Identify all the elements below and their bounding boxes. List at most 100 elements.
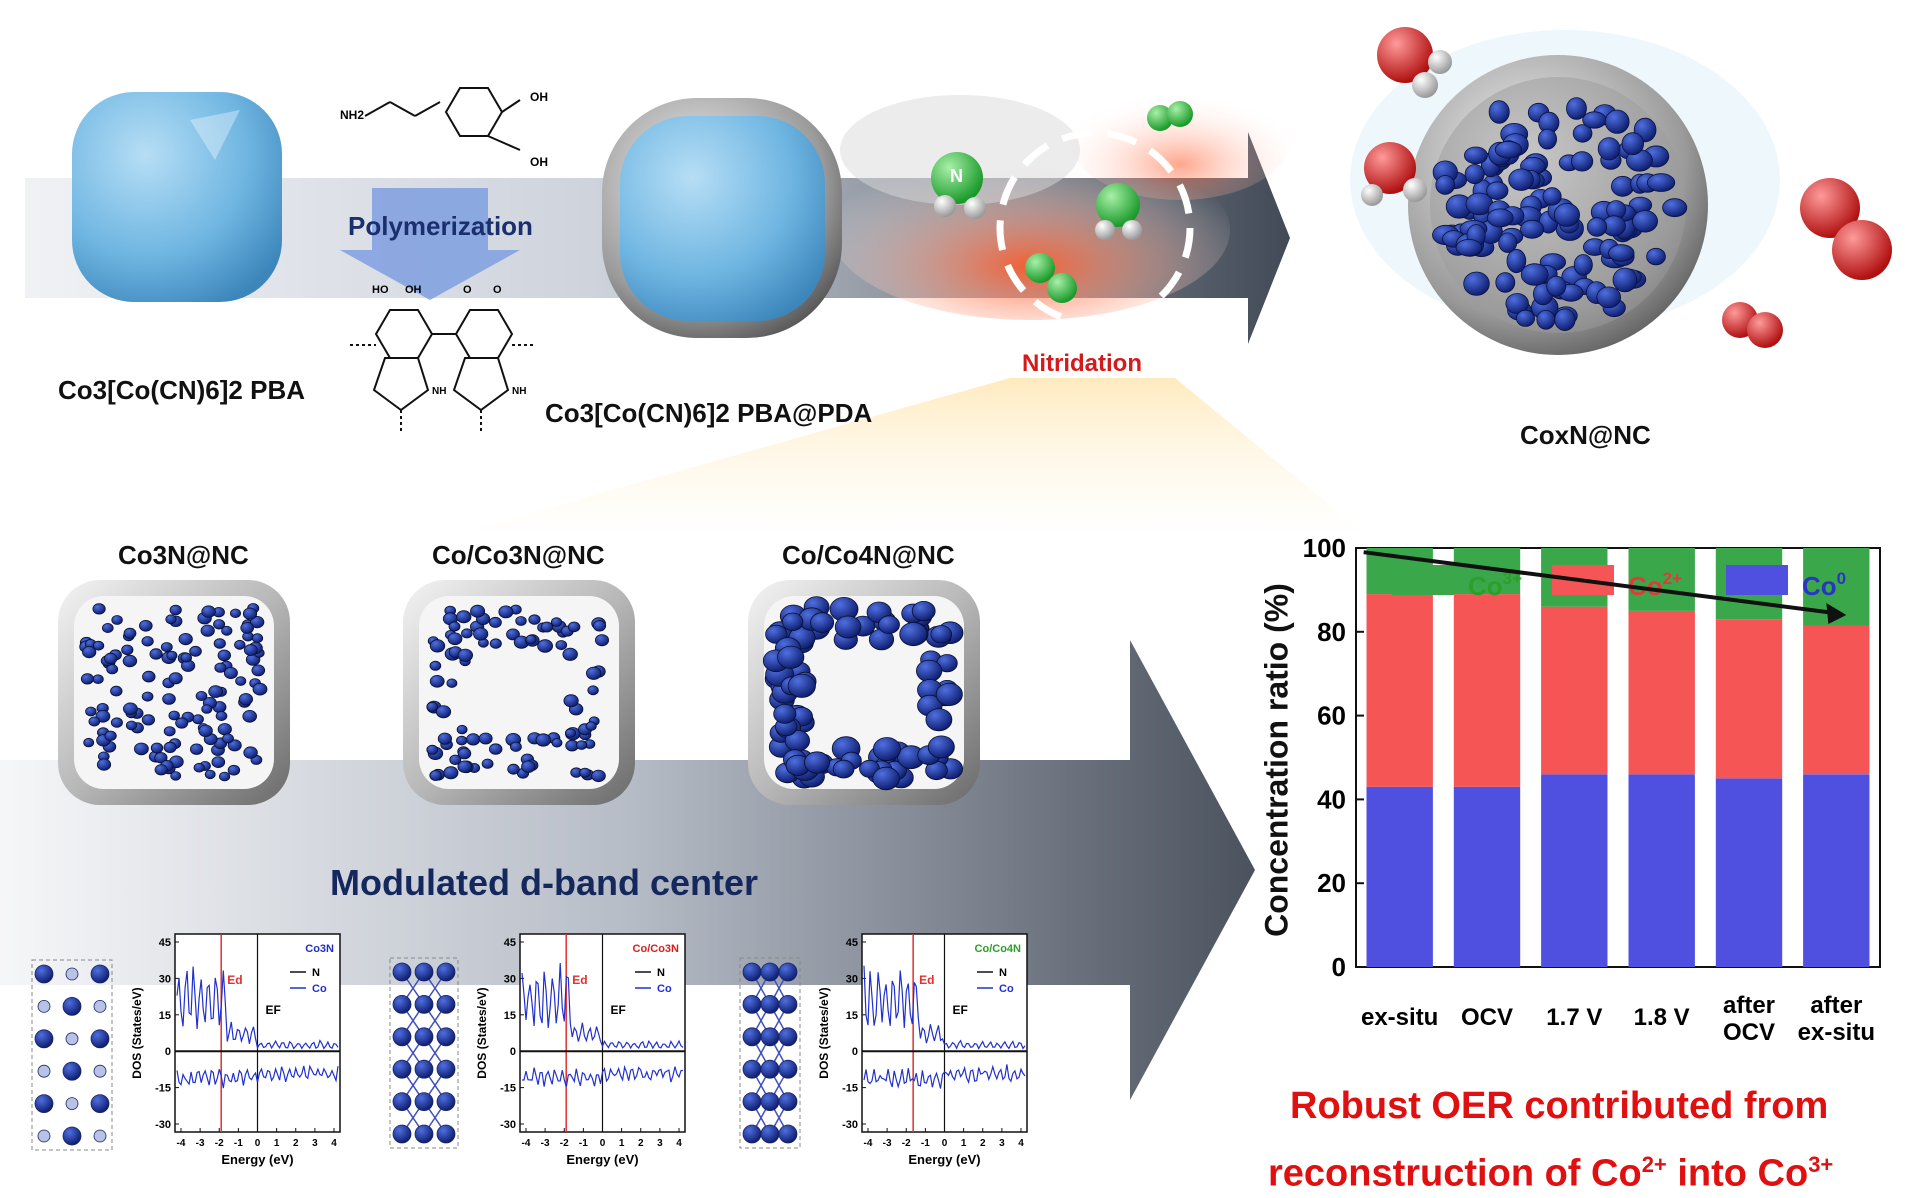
trend-arrow-line [1363,550,1835,616]
dos-tag: Co/Co3N [633,943,680,955]
cobalt-atom [392,1027,412,1047]
chart-category-label: after [1810,992,1862,1019]
co-nanoparticle [150,742,164,754]
co-nanoparticle [595,634,610,647]
dos-xtick: -4 [177,1138,186,1149]
co-nanoparticle [242,607,258,620]
dos-ytick: 0 [510,1046,516,1058]
co-nanoparticle [85,706,97,717]
dos-ytick: 30 [504,973,516,985]
dos-xlabel: Energy (eV) [566,1152,638,1167]
co-nanoparticle [1506,248,1527,274]
dos-xtick: 4 [676,1138,682,1149]
dos-co-up [176,966,339,1050]
nh2-text: NH2 [340,108,365,122]
co-nanoparticle [180,652,192,663]
co-nanoparticle [1572,124,1593,143]
dos-xtick: -4 [522,1138,531,1149]
polymerization-arrow [340,188,520,300]
co-nanoparticle [429,660,442,671]
sample-label-3: Co/Co4N@NC [782,540,955,570]
co-nanoparticle [567,621,581,633]
cobalt-atom [392,1059,412,1079]
dos-ytick: 15 [846,1010,858,1022]
pba-pda-label: Co3[Co(CN)6]2 PBA@PDA [545,398,873,428]
nitrogen-atom [37,1129,51,1143]
bar-Co0-4 [1715,778,1783,967]
nitridation-label: Nitridation [1022,350,1142,377]
nitrogen-atom [65,1097,79,1110]
dos-xtick: 0 [255,1138,261,1149]
co-nanoparticle [1596,286,1621,309]
co-nanoparticle [525,634,537,645]
co-nanoparticle [123,627,137,639]
o-text-1: O [463,284,472,296]
co-nanoparticle [437,732,452,745]
co-nanoparticle [221,625,233,636]
co-nanoparticle [592,620,607,632]
oxygen-molecule-1 [1800,178,1892,280]
co-nanoparticle [149,648,163,660]
cobalt-atom [392,1124,412,1144]
d-band-banner: Modulated d-band center [330,862,759,903]
co-nanoparticle [1542,187,1562,206]
co-nanoparticle [461,628,473,639]
co-nanoparticle [238,693,253,706]
cobalt-atom [414,1092,434,1111]
co-nanoparticle [478,732,493,745]
co-nanoparticle [1488,100,1510,124]
co-nanoparticle [832,759,855,779]
cobalt-atom [778,1059,798,1079]
bar-Co3plus-3 [1628,548,1695,611]
cobalt-atom [436,1092,456,1111]
co-nanoparticle [429,770,442,781]
bar-Co0-2 [1541,774,1608,967]
co-nanoparticle [240,622,255,634]
co-nanoparticle [515,616,527,626]
dos-xtick: -3 [883,1138,892,1149]
cobalt-atom [392,995,412,1014]
n-atom-text: N [950,166,963,186]
dos-legend-n: N [999,967,1007,979]
co-nanoparticle [198,724,213,738]
dos-xtick: 1 [274,1138,280,1149]
co-nanoparticle [92,603,106,615]
co-nanoparticle [575,740,588,750]
sample-3-particles [762,596,964,791]
oxygen-molecule-2 [1722,302,1783,348]
co-nanoparticle [160,642,173,653]
co-nanoparticle [551,617,563,627]
co-nanoparticle [213,638,226,649]
co-nanoparticle [1632,210,1658,233]
dos-xtick: -1 [579,1138,588,1149]
co-nanoparticle [250,615,265,629]
dos-ytick: 15 [159,1010,171,1022]
legend-swatch [1726,565,1788,595]
dos-xtick: 2 [638,1138,644,1149]
dos-legend-co: Co [312,983,327,995]
dos-xtick: -3 [541,1138,550,1149]
ho-text-1: HO [372,284,389,296]
dos-xtick: 2 [293,1138,299,1149]
co-nanoparticle [777,645,805,669]
co-nanoparticle [163,741,177,754]
co-nanoparticle [88,716,101,727]
co-nanoparticle [834,615,862,639]
dos-ytick: -15 [500,1083,516,1095]
co-nanoparticle [178,632,193,646]
co-nanoparticle [110,685,123,697]
cobalt-atom [62,1061,82,1081]
co-nanoparticle [190,743,204,755]
co-nanoparticle [781,612,804,632]
co-nanoparticle [872,766,900,791]
co-nanoparticle [125,720,138,731]
co-nanoparticle [222,733,234,744]
o-text-2: O [493,284,502,296]
co-nanoparticle [1495,272,1516,293]
co-nanoparticle [1647,173,1676,192]
co-nanoparticle [168,672,183,685]
dos-xtick: 2 [980,1138,986,1149]
co-nanoparticle [223,667,238,680]
dos-ytick: -15 [842,1083,858,1095]
